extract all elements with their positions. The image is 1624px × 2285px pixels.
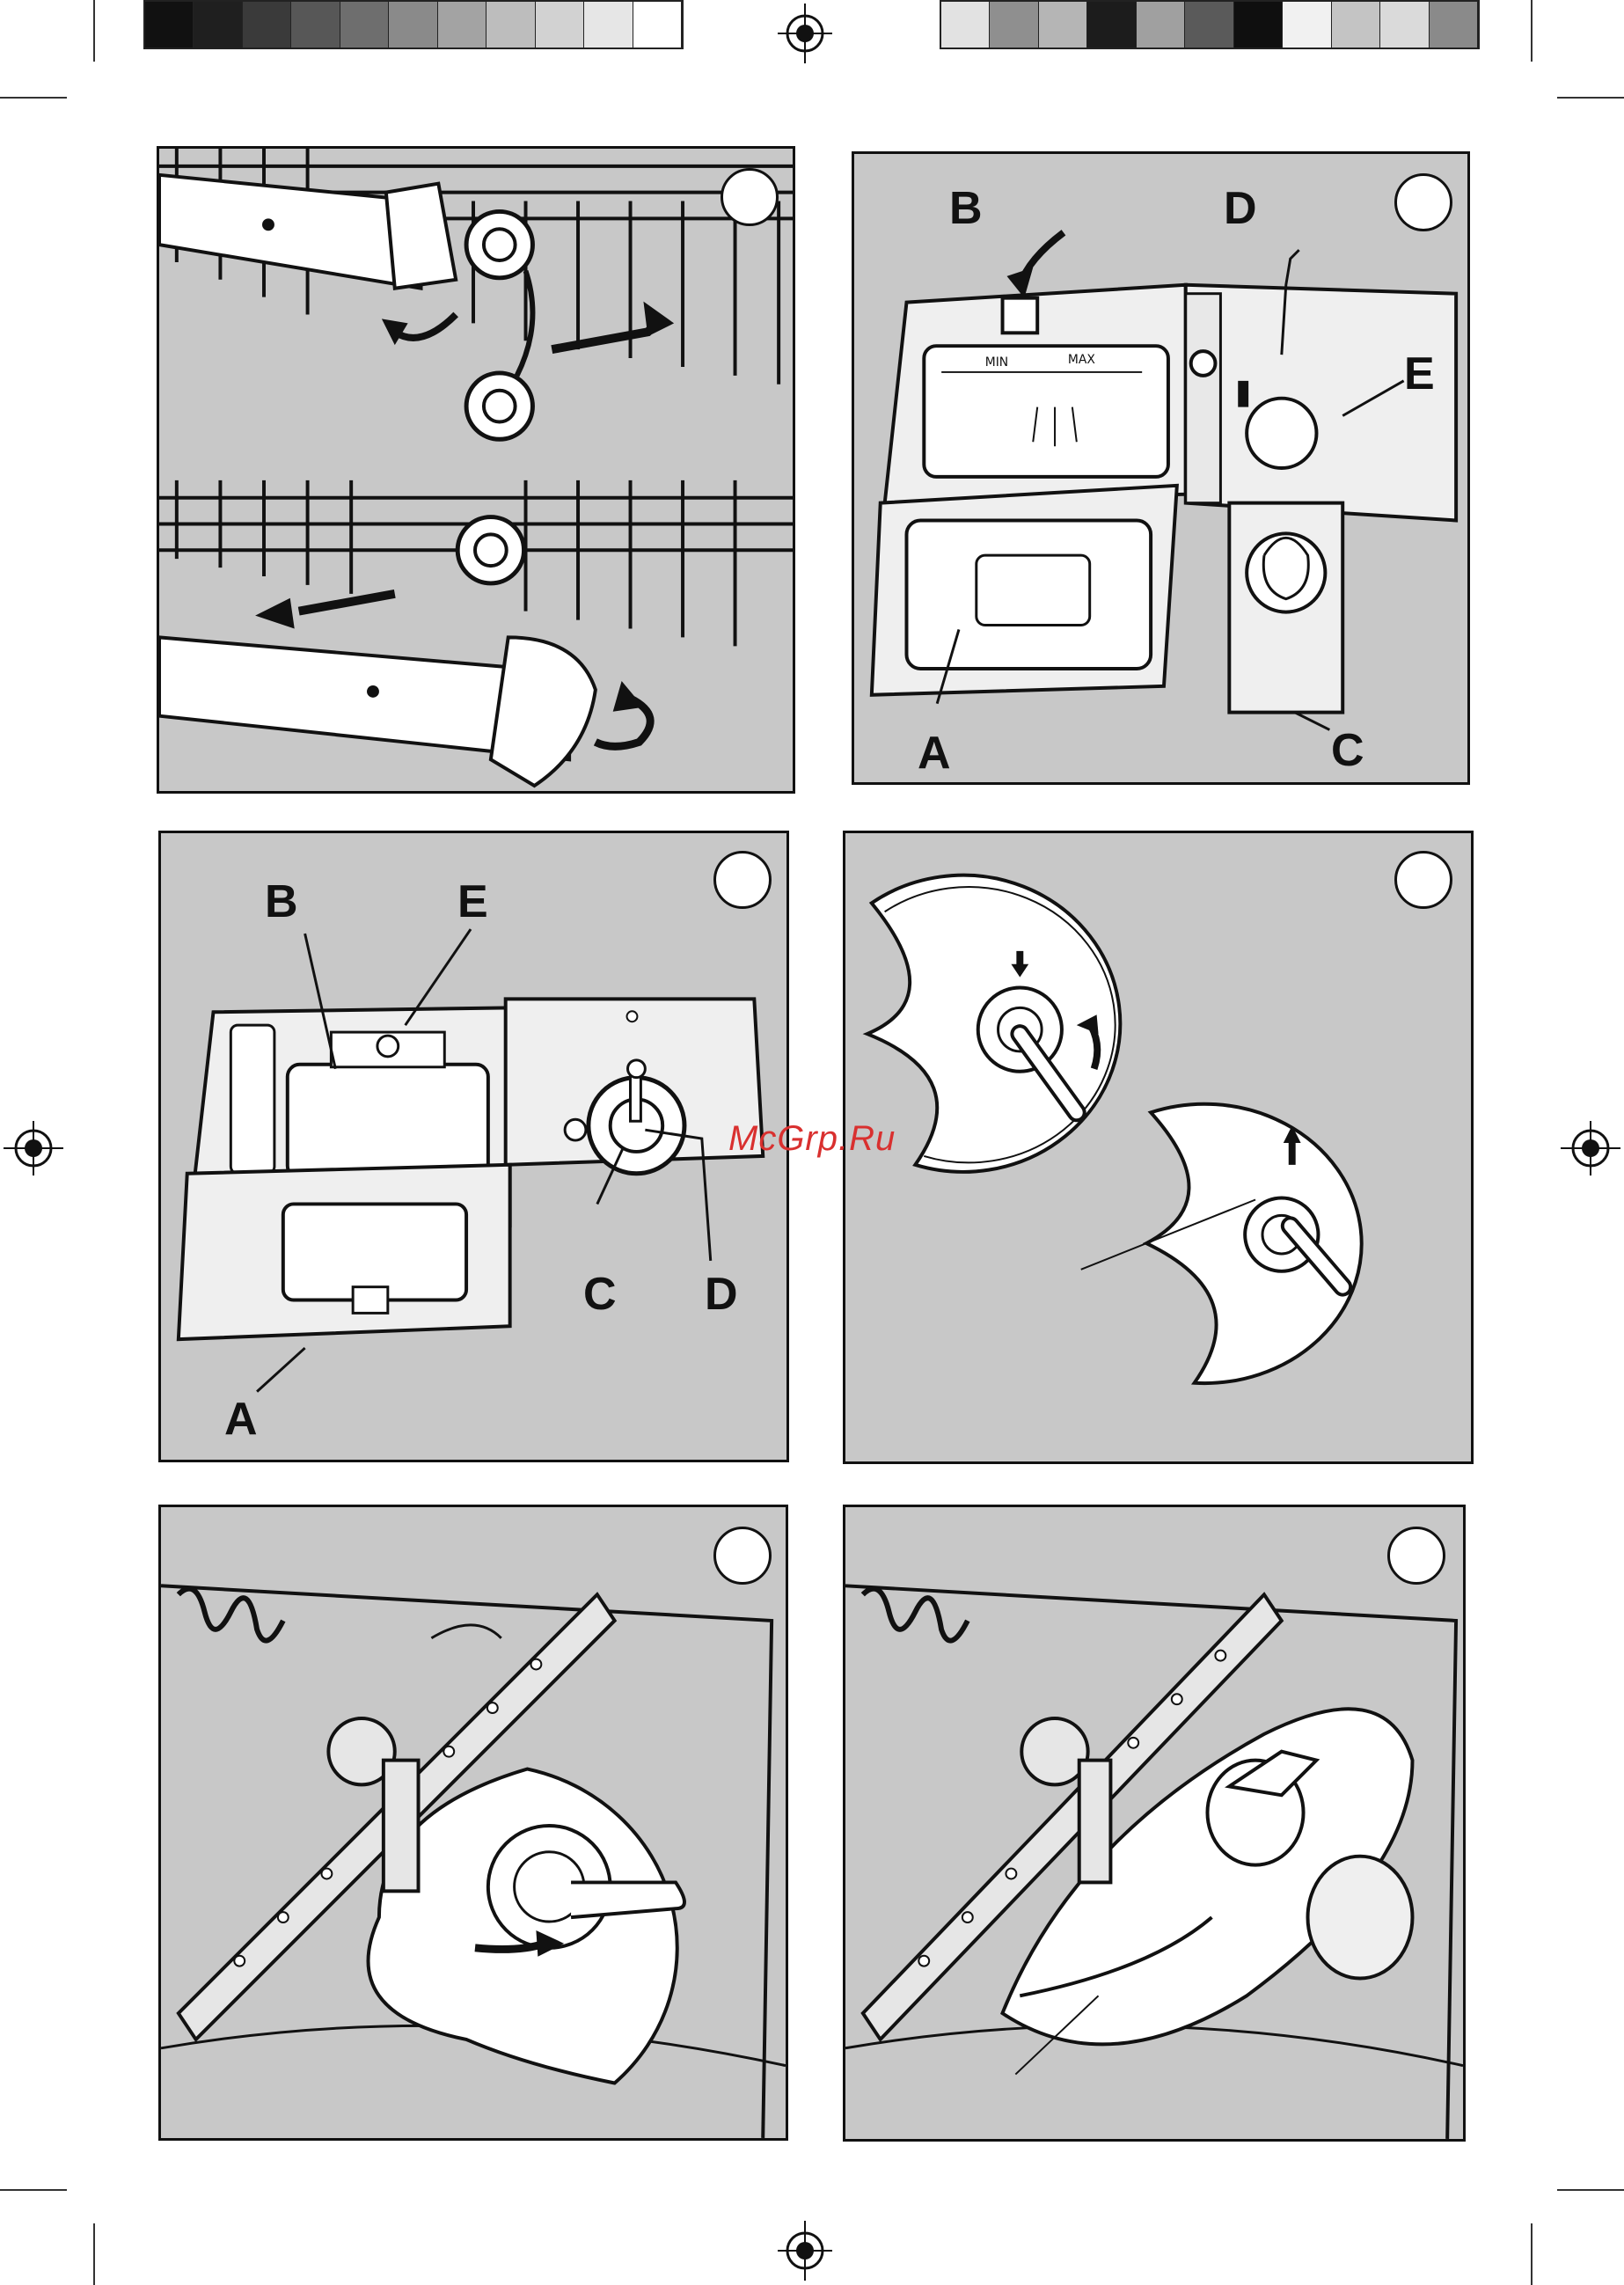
registration-mark-bottom xyxy=(774,2217,836,2284)
label-a: A xyxy=(224,1396,258,1442)
color-swatch xyxy=(389,2,437,48)
figure-number-circle xyxy=(713,851,772,909)
panel-filter-lifted xyxy=(843,1505,1466,2142)
color-swatch xyxy=(1137,2,1185,48)
trim-mark xyxy=(93,2223,95,2285)
dispenser-max-label: MAX xyxy=(1068,353,1095,367)
figure-number-circle xyxy=(1394,851,1452,909)
color-swatch xyxy=(194,2,242,48)
color-swatch xyxy=(243,2,291,48)
registration-mark-left xyxy=(0,1117,67,1179)
label-d: D xyxy=(705,1271,738,1317)
trim-mark xyxy=(1557,2189,1624,2191)
color-swatch xyxy=(145,2,194,48)
trim-mark xyxy=(1557,97,1624,99)
color-swatch xyxy=(1430,2,1478,48)
color-swatch xyxy=(633,2,682,48)
color-swatch xyxy=(1087,2,1136,48)
figure-number-circle xyxy=(713,1527,772,1585)
color-swatch xyxy=(1332,2,1380,48)
color-swatch xyxy=(941,2,990,48)
panel-filter-in-tub xyxy=(158,1505,788,2141)
label-e: E xyxy=(457,879,488,925)
figure-number-circle xyxy=(721,168,779,226)
color-swatch xyxy=(1039,2,1087,48)
color-bar-right xyxy=(940,0,1480,49)
label-c: C xyxy=(583,1271,617,1317)
trim-mark xyxy=(0,2189,67,2191)
registration-mark-top xyxy=(774,0,836,67)
figure-number-circle xyxy=(1387,1527,1445,1585)
color-swatch xyxy=(584,2,633,48)
color-swatch xyxy=(1283,2,1331,48)
filter-removal-drawing xyxy=(845,833,1471,1461)
trim-mark xyxy=(93,0,95,62)
basket-wheels-drawing xyxy=(159,149,793,791)
label-e: E xyxy=(1404,351,1435,397)
label-b: B xyxy=(949,186,983,231)
trim-mark xyxy=(0,97,67,99)
filter-in-tub-drawing xyxy=(161,1507,786,2138)
panel-detergent-dispenser: MIN MAX B D E A C xyxy=(852,151,1470,785)
panel-basket-wheels xyxy=(157,146,795,794)
label-b: B xyxy=(265,879,298,925)
trim-mark xyxy=(1531,2223,1533,2285)
label-a: A xyxy=(918,730,951,776)
color-swatch xyxy=(1185,2,1233,48)
figure-number-circle xyxy=(1394,173,1452,231)
color-swatch xyxy=(990,2,1038,48)
label-c: C xyxy=(1331,728,1364,773)
color-swatch xyxy=(486,2,535,48)
color-swatch xyxy=(291,2,340,48)
color-bar-left xyxy=(143,0,684,49)
color-swatch xyxy=(340,2,389,48)
color-swatch xyxy=(1234,2,1283,48)
panel-rinse-aid-dispenser: B E C D A xyxy=(158,831,789,1462)
color-swatch xyxy=(1380,2,1429,48)
dispenser-min-label: MIN xyxy=(985,355,1008,370)
label-d: D xyxy=(1224,186,1257,231)
trim-mark xyxy=(1531,0,1533,62)
color-swatch xyxy=(536,2,584,48)
filter-lifted-drawing xyxy=(845,1507,1463,2139)
registration-mark-right xyxy=(1557,1117,1624,1179)
watermark: McGrp.Ru xyxy=(728,1119,896,1159)
panel-filter-removal xyxy=(843,831,1474,1464)
color-swatch xyxy=(438,2,486,48)
detergent-dispenser-drawing: MIN MAX xyxy=(854,154,1467,782)
